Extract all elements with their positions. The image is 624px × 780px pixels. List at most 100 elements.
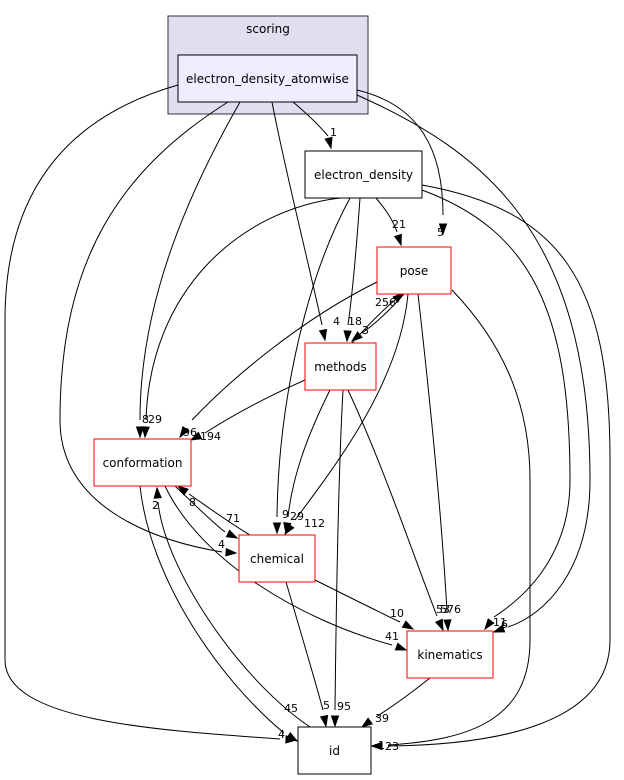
edge-eda-to-chemical[interactable]: 4: [59, 101, 238, 557]
edge-label[interactable]: 29: [148, 413, 162, 426]
edge-label[interactable]: 23: [385, 740, 399, 753]
edge-line[interactable]: [191, 281, 378, 421]
edge-label[interactable]: 9: [282, 508, 289, 521]
edge-label[interactable]: 45: [284, 702, 298, 715]
edge-label[interactable]: 39: [375, 712, 389, 725]
edge-line[interactable]: [375, 197, 398, 233]
edge-pose-to-chemical[interactable]: 112: [284, 293, 409, 536]
edge-line[interactable]: [375, 677, 431, 718]
edge-pose-to-conformation[interactable]: 96: [179, 281, 378, 439]
edge-ed-to-chemical[interactable]: 9: [272, 197, 351, 535]
edge-eda-to-conformation[interactable]: 8: [135, 101, 241, 439]
edge-methods-to-id[interactable]: 95: [330, 389, 352, 728]
node-pose-box[interactable]: [376, 246, 452, 295]
edge-line[interactable]: [356, 89, 444, 216]
node-pose[interactable]: pose: [376, 246, 452, 295]
edge-chemical-to-conformation[interactable]: 8: [176, 485, 251, 536]
edge-line[interactable]: [4, 84, 281, 740]
node-electron-density-atomwise[interactable]: electron_density_atomwise: [177, 54, 358, 103]
edge-line[interactable]: [174, 485, 226, 533]
edge-label[interactable]: 4: [333, 315, 340, 328]
edge-line[interactable]: [314, 579, 401, 623]
edge-line[interactable]: [285, 581, 324, 711]
edge-label[interactable]: 21: [392, 218, 406, 231]
edge-label[interactable]: 256: [375, 296, 396, 309]
edge-label[interactable]: 1: [330, 126, 337, 139]
edge-line[interactable]: [139, 101, 241, 421]
edge-methods-to-chemical[interactable]: 29: [283, 389, 331, 535]
edge-line[interactable]: [387, 184, 611, 747]
edge-label[interactable]: 6: [501, 618, 508, 631]
edge-eda-to-methods[interactable]: 4: [271, 101, 340, 342]
edge-line[interactable]: [334, 389, 344, 711]
edge-label[interactable]: 194: [200, 430, 221, 443]
edge-label[interactable]: 2: [152, 499, 159, 512]
node-kinematics-box[interactable]: [406, 630, 494, 679]
edge-label[interactable]: 112: [304, 517, 325, 530]
edge-ed-to-pose[interactable]: 21: [375, 197, 406, 247]
edge-line[interactable]: [417, 293, 448, 613]
edge-ed-to-conformation[interactable]: 29: [141, 197, 341, 439]
edge-label[interactable]: 5: [323, 699, 330, 712]
node-electron-density-atomwise-box[interactable]: [177, 54, 358, 103]
edge-line[interactable]: [294, 293, 409, 521]
edge-methods-to-conformation[interactable]: 194: [189, 379, 306, 443]
edge-line[interactable]: [387, 289, 531, 746]
edge-ed-to-methods[interactable]: 18: [343, 197, 362, 343]
node-id-box[interactable]: [297, 726, 372, 775]
edge-pose-to-kinematics[interactable]: 576: [417, 293, 461, 632]
edge-label[interactable]: 53: [436, 603, 450, 616]
edge-kinematics-to-id[interactable]: 39: [360, 677, 431, 728]
edge-label[interactable]: 3: [362, 324, 369, 337]
node-conformation-box[interactable]: [93, 438, 192, 487]
edge-label[interactable]: 71: [226, 512, 240, 525]
edge-line[interactable]: [287, 389, 331, 518]
edge-id-to-conformation[interactable]: 2: [152, 486, 311, 728]
node-kinematics[interactable]: kinematics: [406, 630, 494, 679]
node-id[interactable]: id: [297, 726, 372, 775]
edge-label[interactable]: 8: [189, 496, 196, 509]
edge-line[interactable]: [188, 493, 251, 536]
edge-eda-to-kinematics[interactable]: 6: [356, 94, 591, 633]
edge-line[interactable]: [347, 389, 438, 617]
edge-label[interactable]: 41: [385, 630, 399, 643]
edge-line[interactable]: [204, 379, 306, 434]
edge-label[interactable]: 18: [348, 315, 362, 328]
edge-label[interactable]: 1: [378, 739, 385, 752]
edge-label[interactable]: 5: [437, 226, 444, 239]
node-chemical[interactable]: chemical: [238, 534, 316, 583]
edge-line[interactable]: [59, 101, 229, 553]
edge-label[interactable]: 576: [440, 603, 461, 616]
node-methods-box[interactable]: [304, 342, 377, 391]
edge-line[interactable]: [139, 485, 285, 734]
edge-label[interactable]: 96: [183, 426, 197, 439]
edge-line[interactable]: [276, 197, 351, 518]
edge-pose-to-id[interactable]: 1: [370, 289, 531, 752]
edge-label[interactable]: 4: [278, 728, 285, 741]
edge-line[interactable]: [351, 299, 396, 344]
edge-label[interactable]: 29: [290, 510, 304, 523]
edge-label[interactable]: 4: [218, 538, 225, 551]
edge-eda-to-ed[interactable]: 1: [292, 101, 337, 150]
edge-label[interactable]: 11: [493, 616, 507, 629]
node-electron-density[interactable]: electron_density: [304, 150, 423, 199]
edge-methods-to-pose[interactable]: 256: [351, 291, 405, 344]
edge-conformation-to-id[interactable]: 45: [139, 485, 299, 742]
edge-line[interactable]: [157, 501, 311, 728]
edge-chemical-to-id[interactable]: 5: [285, 581, 330, 728]
edge-methods-to-kinematics[interactable]: 53: [347, 389, 450, 632]
edge-chemical-to-kinematics[interactable]: 10: [314, 579, 415, 630]
edge-line[interactable]: [164, 485, 393, 646]
edge-label[interactable]: 10: [390, 607, 404, 620]
edge-line[interactable]: [271, 101, 323, 326]
node-methods[interactable]: methods: [304, 342, 377, 391]
edge-line[interactable]: [356, 94, 591, 628]
node-electron-density-box[interactable]: [304, 150, 423, 199]
edge-label[interactable]: 8: [142, 413, 149, 426]
edge-line[interactable]: [347, 197, 361, 326]
edge-label[interactable]: 95: [337, 700, 351, 713]
node-conformation[interactable]: conformation: [93, 438, 192, 487]
node-chemical-box[interactable]: [238, 534, 316, 583]
edge-eda-to-pose[interactable]: 5: [356, 89, 448, 239]
edge-line[interactable]: [292, 101, 329, 137]
